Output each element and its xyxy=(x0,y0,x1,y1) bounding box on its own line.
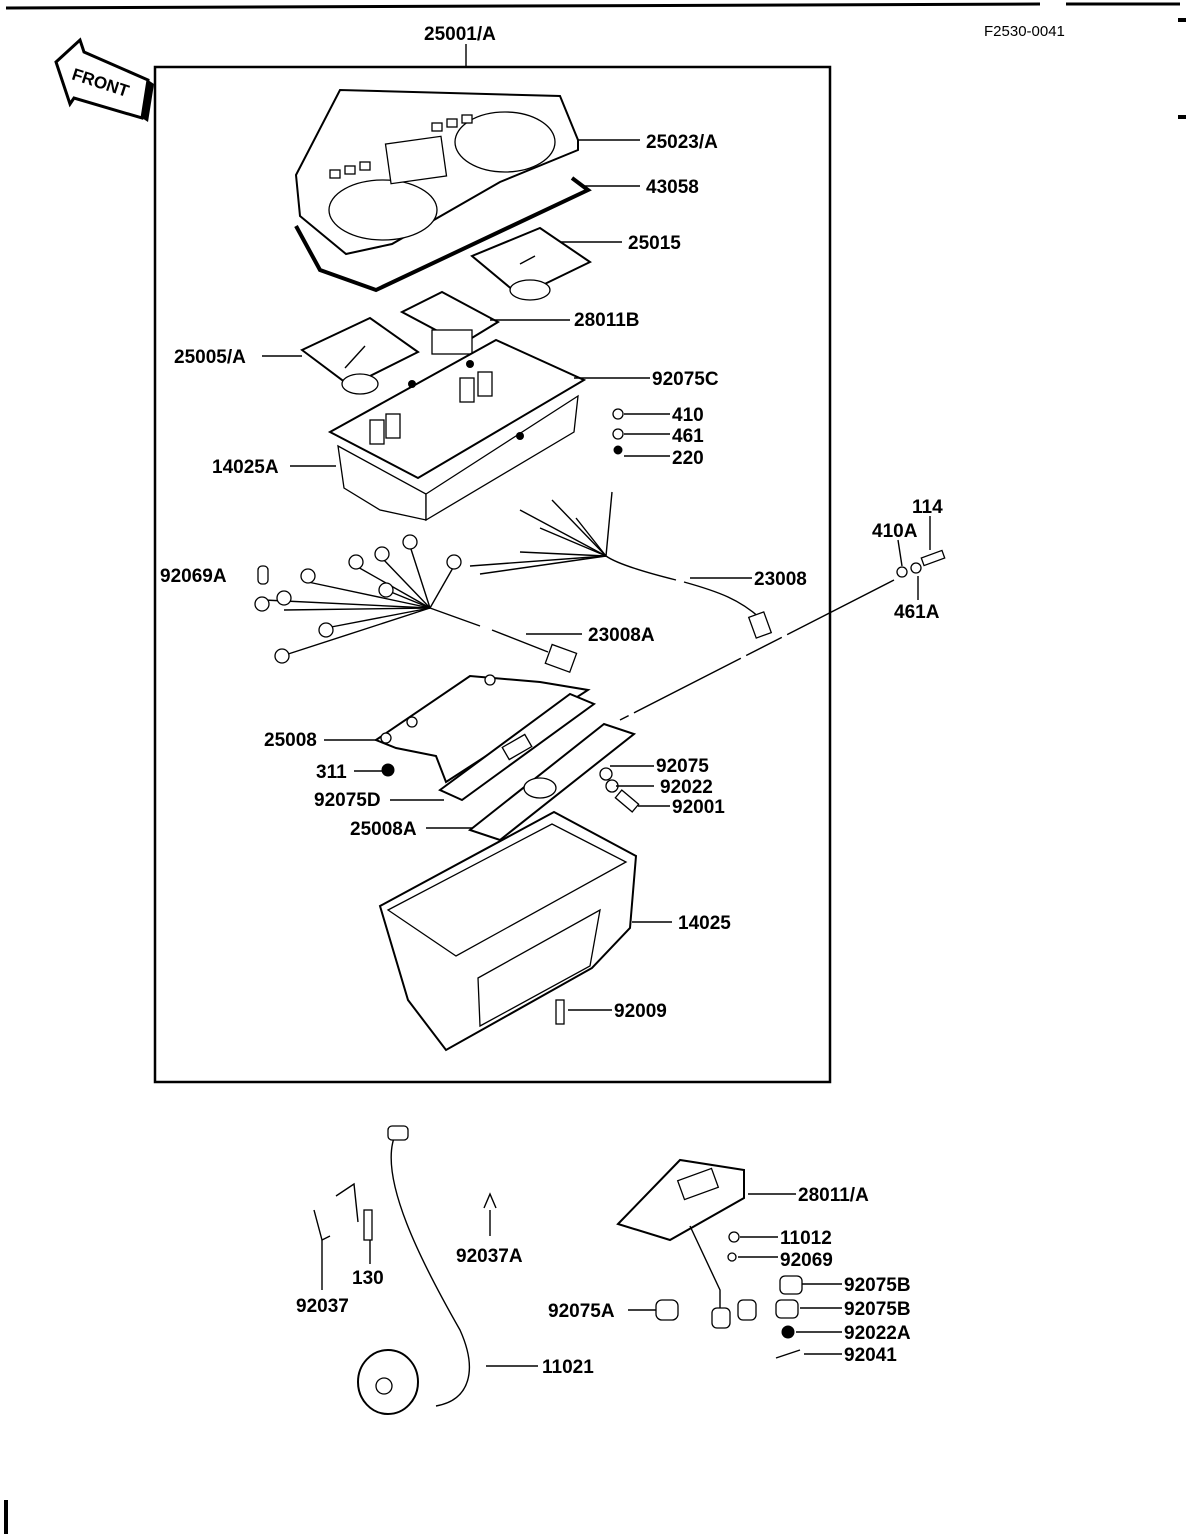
meter-housing-14025A xyxy=(327,338,587,522)
clip-92037A xyxy=(483,1192,497,1209)
bracket-25008A xyxy=(467,722,637,842)
label-25005A: 25005/A xyxy=(174,347,246,368)
label-92075B-1: 92075B xyxy=(844,1275,911,1296)
label-92009: 92009 xyxy=(614,1001,667,1022)
diagram-ref: F2530-0041 xyxy=(984,23,1065,40)
label-92069: 92069 xyxy=(780,1250,833,1271)
front-arrow-icon: FRONT xyxy=(54,37,154,122)
speedometer-cable-11021 xyxy=(357,1125,471,1415)
label-92037A: 92037A xyxy=(456,1246,523,1267)
label-28011B: 28011B xyxy=(574,310,640,331)
label-23008: 23008 xyxy=(754,569,807,590)
label-14025: 14025 xyxy=(678,913,731,934)
label-11021: 11021 xyxy=(542,1357,594,1378)
label-410A: 410A xyxy=(872,521,918,542)
edge-mark xyxy=(1178,115,1186,119)
label-92075: 92075 xyxy=(656,756,709,777)
label-92022: 92022 xyxy=(660,777,713,798)
meter-cover xyxy=(294,88,579,256)
part-labels: 25001/A 25023/A 43058 25015 28011B 25005… xyxy=(160,24,943,1378)
harness-23008A xyxy=(254,534,578,674)
label-92041: 92041 xyxy=(844,1345,897,1366)
label-92075B-2: 92075B xyxy=(844,1299,911,1320)
label-92075D: 92075D xyxy=(314,790,381,811)
top-rule xyxy=(5,2,1041,10)
meter-25005A xyxy=(300,316,420,395)
label-92037: 92037 xyxy=(296,1296,349,1317)
indicator-28011B xyxy=(399,290,501,355)
damper-92075D xyxy=(438,692,597,802)
label-25023A: 25023/A xyxy=(646,132,718,153)
label-92001: 92001 xyxy=(672,797,725,818)
label-92022A: 92022A xyxy=(844,1323,911,1344)
label-92075A: 92075A xyxy=(548,1301,615,1322)
label-461A: 461A xyxy=(894,602,940,623)
label-25008A: 25008A xyxy=(350,819,417,840)
label-92075C: 92075C xyxy=(652,369,719,390)
label-28011A: 28011/A xyxy=(798,1185,869,1206)
label-23008A: 23008A xyxy=(588,625,655,646)
cover-gasket xyxy=(294,176,592,293)
label-410: 410 xyxy=(672,405,704,426)
meter-case-14025 xyxy=(378,810,638,1052)
leader-lines xyxy=(262,139,931,1367)
label-220: 220 xyxy=(672,448,704,469)
label-25015: 25015 xyxy=(628,233,681,254)
edge-mark xyxy=(1178,18,1186,22)
bracket-92037 xyxy=(313,1182,373,1242)
indicator-28011A xyxy=(616,1158,757,1329)
label-92069A: 92069A xyxy=(160,566,227,587)
edge-mark xyxy=(4,1500,8,1534)
label-311: 311 xyxy=(316,762,347,783)
label-11012: 11012 xyxy=(780,1228,832,1249)
meter-25015 xyxy=(470,226,592,301)
label-114: 114 xyxy=(912,497,943,518)
label-25001A: 25001/A xyxy=(424,24,496,45)
label-130: 130 xyxy=(352,1268,384,1289)
assembly-frame xyxy=(153,65,832,1084)
harness-23008 xyxy=(469,491,773,639)
label-461: 461 xyxy=(672,426,704,447)
label-43058: 43058 xyxy=(646,177,699,198)
label-14025A: 14025A xyxy=(212,457,279,478)
label-25008: 25008 xyxy=(264,730,317,751)
